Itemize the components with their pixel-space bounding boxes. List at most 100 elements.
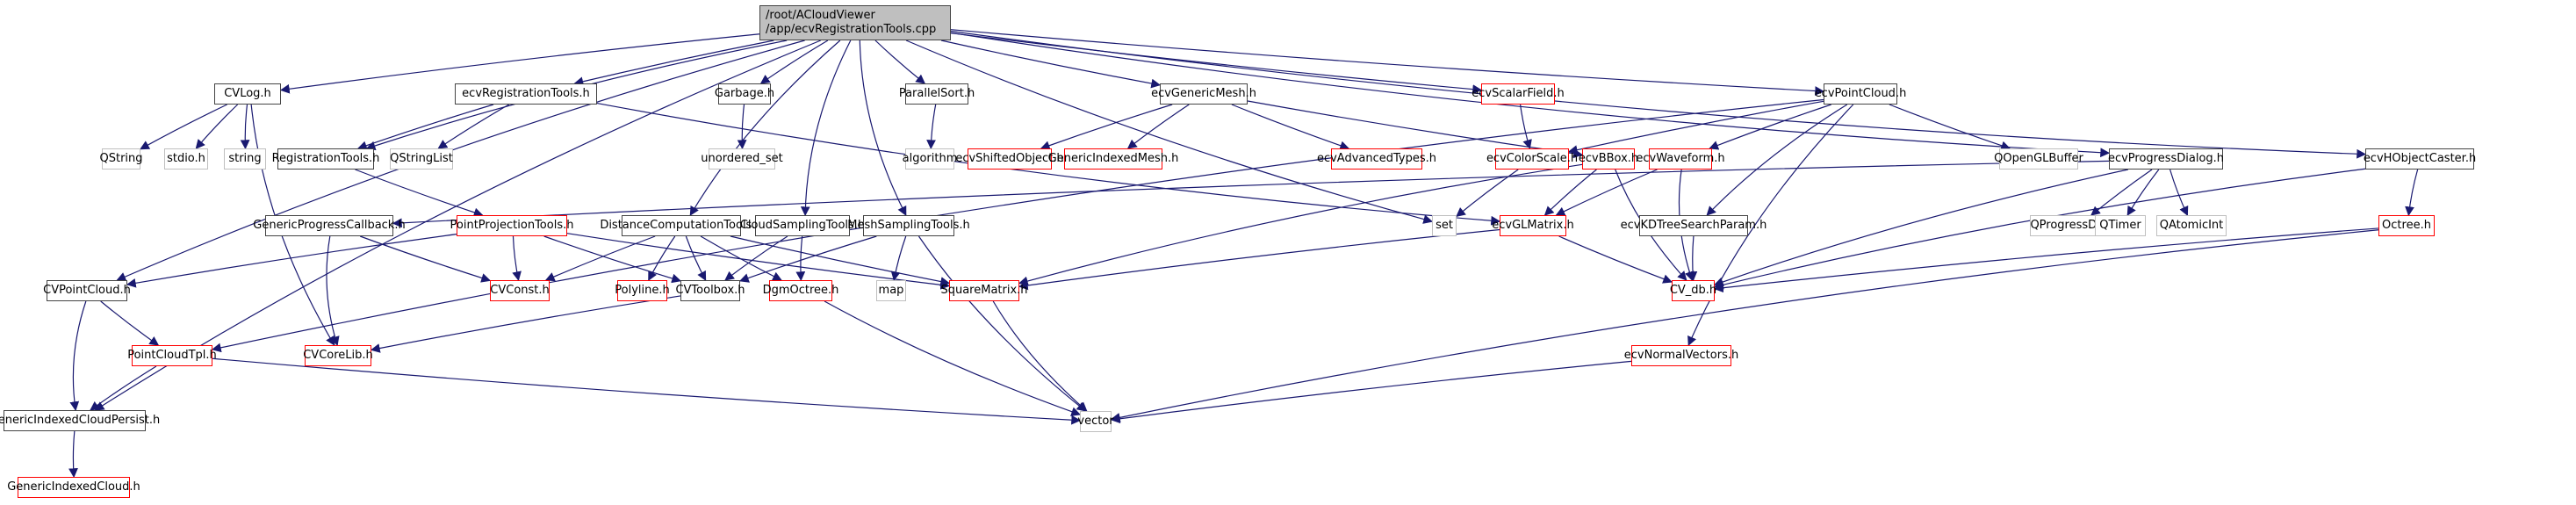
node-ecvColorScale[interactable]: ecvColorScale.h xyxy=(1486,148,1578,170)
edge-DistanceComputationTools-to-DgmOctree xyxy=(700,235,782,281)
edge-ecvProgressDialog-to-QAtomicInt xyxy=(2169,169,2189,216)
edge-ecvRegistrationTools-to-QStringList xyxy=(437,104,510,149)
edge-ecvGenericMesh-to-ecvBBox xyxy=(1247,100,1584,159)
node-GenericProgressCallback[interactable]: GenericProgressCallback.h xyxy=(253,215,406,236)
node-QAtomicInt[interactable]: QAtomicInt xyxy=(2156,215,2227,236)
edge-root-to-ecvProgressDialog xyxy=(950,32,2111,158)
node-QStringList[interactable]: QStringList xyxy=(390,148,453,170)
edge-PointCloudTpl-to-vector xyxy=(212,357,1082,425)
edge-Octree-to-CV_db xyxy=(1713,227,2379,293)
node-ecvHObjectCaster[interactable]: ecvHObjectCaster.h xyxy=(2364,148,2476,170)
node-CV_db[interactable]: CV_db.h xyxy=(1670,280,1716,301)
node-CVToolbox[interactable]: CVToolbox.h xyxy=(675,280,745,301)
edge-MeshSamplingTools-to-map xyxy=(890,235,907,282)
node-CVConst[interactable]: CVConst.h xyxy=(490,280,550,301)
node-ecvShiftedObject[interactable]: ecvShiftedObject.h xyxy=(955,148,1064,170)
node-ecvKDTreeSearchParam[interactable]: ecvKDTreeSearchParam.h xyxy=(1621,215,1767,236)
edge-root-to-ecvScalarField xyxy=(950,32,1483,94)
edge-root-to-DistanceComputationTools xyxy=(689,40,841,216)
node-ecvBBox[interactable]: ecvBBox.h xyxy=(1579,148,1638,170)
edge-CVLog-to-QString xyxy=(140,104,227,150)
node-GenericIndexedCloudPersist[interactable]: GenericIndexedCloudPersist.h xyxy=(0,410,160,431)
edge-RegistrationTools-to-PointProjectionTools xyxy=(355,169,484,218)
edge-CVLog-to-stdio xyxy=(195,104,239,149)
edge-ecvProgressDialog-to-CV_db xyxy=(1713,169,2129,287)
node-SquareMatrix[interactable]: SquareMatrix.h xyxy=(940,280,1028,301)
edge-ecvScalarField-to-ecvColorScale xyxy=(1519,104,1532,150)
edge-PointProjectionTools-to-CVToolbox xyxy=(543,235,682,284)
edge-Garbage-to-unordered_set xyxy=(737,104,747,150)
node-ecvScalarField[interactable]: ecvScalarField.h xyxy=(1471,83,1565,105)
edge-ecvProgressDialog-to-QProgressDialog xyxy=(2090,169,2153,216)
edge-CVPointCloud-to-GenericIndexedCloudPersist xyxy=(69,300,87,412)
node-unordered_set[interactable]: unordered_set xyxy=(701,148,783,170)
edge-root-to-CloudSamplingTools xyxy=(800,40,852,217)
edge-ecvColorScale-to-set xyxy=(1456,169,1519,218)
edge-ecvPointCloud-to-ecvColorScale xyxy=(1567,100,1824,155)
root-path-line1: /root/ACloudViewer xyxy=(766,9,875,22)
edge-ecvBBox-to-SquareMatrix xyxy=(1018,163,1583,286)
edge-ecvProgressDialog-to-QTimer xyxy=(2126,169,2160,216)
node-ecvRegistrationTools[interactable]: ecvRegistrationTools.h xyxy=(455,83,597,105)
edge-root-to-ecvHObjectCaster xyxy=(950,30,2367,159)
edge-ecvPointCloud-to-ecvNormalVectors xyxy=(1687,104,1854,346)
edge-DistanceComputationTools-to-CVToolbox xyxy=(685,235,707,281)
node-vector[interactable]: vector xyxy=(1077,411,1114,432)
node-GenericIndexedMesh[interactable]: GenericIndexedMesh.h xyxy=(1048,148,1178,170)
node-map[interactable]: map xyxy=(876,280,906,301)
node-set[interactable]: set xyxy=(1432,215,1457,236)
node-DistanceComputationTools[interactable]: DistanceComputationTools.h xyxy=(600,215,763,236)
node-Polyline[interactable]: Polyline.h xyxy=(615,280,670,301)
edge-ecvPointCloud-to-ecvKDTreeSearchParam xyxy=(1706,104,1848,216)
node-QOpenGLBuffer[interactable]: QOpenGLBuffer xyxy=(1994,148,2083,170)
edge-ecvGenericMesh-to-GenericIndexedMesh xyxy=(1126,104,1190,149)
node-ecvProgressDialog[interactable]: ecvProgressDialog.h xyxy=(2108,148,2224,170)
node-PointCloudTpl[interactable]: PointCloudTpl.h xyxy=(127,345,217,366)
edge-PointProjectionTools-to-SquareMatrix xyxy=(566,233,951,290)
edge-Octree-to-vector xyxy=(1110,229,2379,422)
node-string[interactable]: string xyxy=(224,148,266,170)
node-ecvGLMatrix[interactable]: ecvGLMatrix.h xyxy=(1492,215,1574,236)
node-ecvGenericMesh[interactable]: ecvGenericMesh.h xyxy=(1151,83,1256,105)
edge-ecvPointCloud-to-QOpenGLBuffer xyxy=(1889,104,2011,150)
edge-PointProjectionTools-to-CVPointCloud xyxy=(126,234,457,288)
edge-ecvHObjectCaster-to-Octree xyxy=(2405,169,2419,217)
edge-ecvWaveform-to-ecvGLMatrix xyxy=(1555,169,1658,216)
node-Octree[interactable]: Octree.h xyxy=(2378,215,2435,236)
node-CVPointCloud[interactable]: CVPointCloud.h xyxy=(43,280,131,301)
edge-ecvKDTreeSearchParam-to-CV_db xyxy=(1687,235,1698,282)
node-ecvPointCloud[interactable]: ecvPointCloud.h xyxy=(1815,83,1906,105)
edge-root-to-set xyxy=(905,40,1434,224)
node-DgmOctree[interactable]: DgmOctree.h xyxy=(763,280,838,301)
node-MeshSamplingTools[interactable]: MeshSamplingTools.h xyxy=(847,215,970,236)
edge-DistanceComputationTools-to-Polyline xyxy=(648,235,676,281)
node-CVCoreLib[interactable]: CVCoreLib.h xyxy=(303,345,373,366)
node-ecvAdvancedTypes[interactable]: ecvAdvancedTypes.h xyxy=(1317,148,1436,170)
node-Garbage[interactable]: Garbage.h xyxy=(715,83,774,105)
node-CVLog[interactable]: CVLog.h xyxy=(214,83,281,105)
edge-root-to-ParallelSort xyxy=(874,40,926,84)
edge-root-to-CVLog xyxy=(279,33,760,94)
node-GenericIndexedCloud[interactable]: GenericIndexedCloud.h xyxy=(7,477,140,498)
edge-ecvNormalVectors-to-vector xyxy=(1110,360,1632,424)
edge-root-to-ecvRegistrationTools xyxy=(573,40,774,87)
edge-ecvProgressDialog-to-GenericProgressCallback xyxy=(392,160,2110,228)
node-RegistrationTools[interactable]: RegistrationTools.h xyxy=(272,148,379,170)
node-algorithm[interactable]: algorithm xyxy=(903,148,957,170)
root-node-ecvRegistrationTools-cpp[interactable]: /root/ACloudViewer /app/ecvRegistrationT… xyxy=(759,5,951,40)
node-QString[interactable]: QString xyxy=(99,148,143,170)
node-ParallelSort[interactable]: ParallelSort.h xyxy=(899,83,975,105)
node-PointProjectionTools[interactable]: PointProjectionTools.h xyxy=(450,215,573,236)
edge-ecvGenericMesh-to-ecvAdvancedTypes xyxy=(1231,104,1350,150)
edge-ecvGLMatrix-to-SquareMatrix xyxy=(1018,228,1500,291)
node-ecvNormalVectors[interactable]: ecvNormalVectors.h xyxy=(1624,345,1738,366)
node-ecvWaveform[interactable]: ecvWaveform.h xyxy=(1636,148,1725,170)
edge-DistanceComputationTools-to-SquareMatrix xyxy=(730,235,951,286)
edge-PointCloudTpl-to-GenericIndexedCloudPersist xyxy=(90,365,157,411)
node-QTimer[interactable]: QTimer xyxy=(2095,215,2146,236)
node-CloudSamplingTools[interactable]: CloudSamplingTools.h xyxy=(740,215,865,236)
node-stdio[interactable]: stdio.h xyxy=(164,148,208,170)
edge-root-to-Garbage xyxy=(759,40,829,84)
